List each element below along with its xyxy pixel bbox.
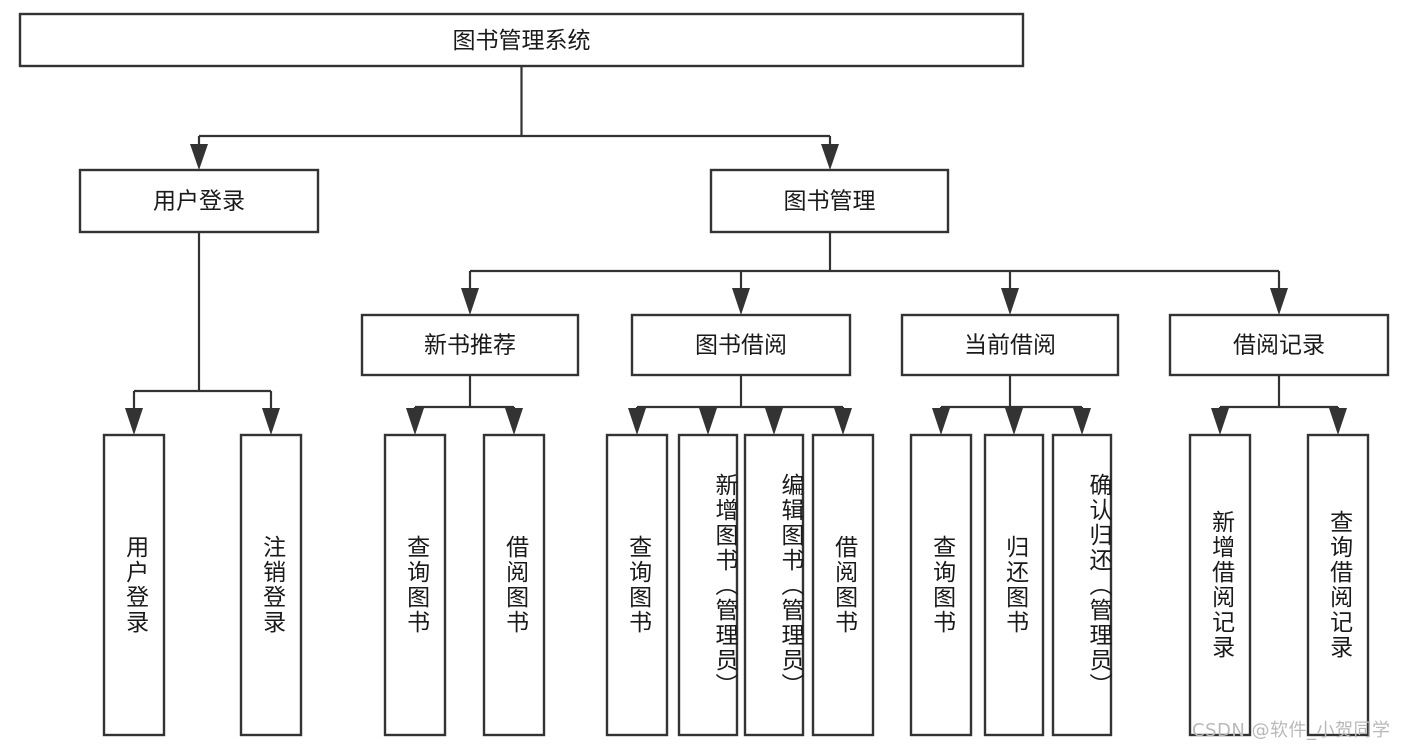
node-new-book-recommend[interactable]: 新书推荐 [360, 313, 580, 377]
connector-group-book-manage [461, 232, 1288, 315]
arrow-head-book-borrow [732, 288, 750, 315]
csdn-watermark: CSDN @软件_小贺同学 [1192, 720, 1391, 741]
arrow-head-leaf-query-book-3 [932, 408, 950, 435]
node-user-login-label: 用户登录 [153, 189, 245, 215]
leaf-box-query-book-1[interactable] [383, 433, 447, 737]
node-user-login-box[interactable] [78, 168, 320, 234]
node-book-borrow-label: 图书借阅 [695, 333, 787, 359]
leaf-boxes [102, 433, 1370, 737]
leaf-box-borrow-book-2[interactable] [811, 433, 875, 737]
node-root[interactable]: 图书管理系统 [18, 12, 1025, 68]
node-borrow-record-box[interactable] [1168, 313, 1390, 377]
node-root-box[interactable] [18, 12, 1025, 68]
arrow-head-leaf-borrow-book-1 [505, 408, 523, 435]
leaf-box-confirm-return-admin[interactable] [1051, 433, 1113, 737]
node-book-manage-label: 图书管理 [784, 189, 876, 215]
arrow-head-leaf-logout [262, 408, 280, 435]
node-book-manage-box[interactable] [709, 168, 950, 234]
arrow-head-user-login [190, 144, 208, 170]
arrow-head-leaf-confirm-return-admin [1073, 408, 1091, 435]
node-new-book-recommend-label: 新书推荐 [424, 333, 516, 359]
node-book-borrow[interactable]: 图书借阅 [630, 313, 852, 377]
leaf-box-add-book-admin[interactable] [677, 433, 739, 737]
leaf-box-query-borrow-record[interactable] [1306, 433, 1370, 737]
arrow-head-leaf-query-book-2 [628, 408, 646, 435]
connector-group-user-login [125, 232, 280, 435]
leaf-box-query-book-3[interactable] [909, 433, 973, 737]
arrow-head-leaf-query-borrow-record [1329, 408, 1347, 435]
node-borrow-record[interactable]: 借阅记录 [1168, 313, 1390, 377]
node-user-login[interactable]: 用户登录 [78, 168, 320, 234]
node-current-borrow[interactable]: 当前借阅 [900, 313, 1120, 377]
connector-group-borrow-record [1211, 375, 1347, 435]
node-new-book-recommend-box[interactable] [360, 313, 580, 377]
leaf-box-logout[interactable] [239, 433, 303, 737]
node-current-borrow-label: 当前借阅 [964, 333, 1056, 359]
connector-group-new-book-recommend [406, 375, 523, 435]
connector-group-book-borrow [628, 375, 852, 435]
node-book-borrow-box[interactable] [630, 313, 852, 377]
arrow-head-leaf-return-book [1005, 408, 1023, 435]
node-current-borrow-box[interactable] [900, 313, 1120, 377]
arrow-head-leaf-add-book-admin [699, 408, 717, 435]
leaf-box-edit-book-admin[interactable] [743, 433, 805, 737]
arrow-head-new-book-recommend [461, 288, 479, 315]
arrow-head-leaf-query-book-1 [406, 408, 424, 435]
leaf-box-add-borrow-record[interactable] [1188, 433, 1252, 737]
node-book-manage[interactable]: 图书管理 [709, 168, 950, 234]
arrow-head-leaf-borrow-book-2 [834, 408, 852, 435]
leaf-box-borrow-book-1[interactable] [482, 433, 546, 737]
arrow-head-book-manage [821, 144, 839, 170]
leaf-box-user-login[interactable] [102, 433, 166, 737]
arrow-head-borrow-record [1270, 288, 1288, 315]
arrow-head-current-borrow [1001, 288, 1019, 315]
leaf-box-query-book-2[interactable] [605, 433, 669, 737]
connector-group-root [190, 66, 839, 170]
arrow-head-leaf-edit-book-admin [765, 408, 783, 435]
node-root-label: 图书管理系统 [453, 28, 591, 54]
arrow-head-leaf-user-login [125, 408, 143, 435]
node-borrow-record-label: 借阅记录 [1233, 333, 1325, 359]
connector-group-current-borrow [932, 375, 1091, 435]
leaf-box-return-book[interactable] [983, 433, 1045, 737]
arrow-head-leaf-add-borrow-record [1211, 408, 1229, 435]
